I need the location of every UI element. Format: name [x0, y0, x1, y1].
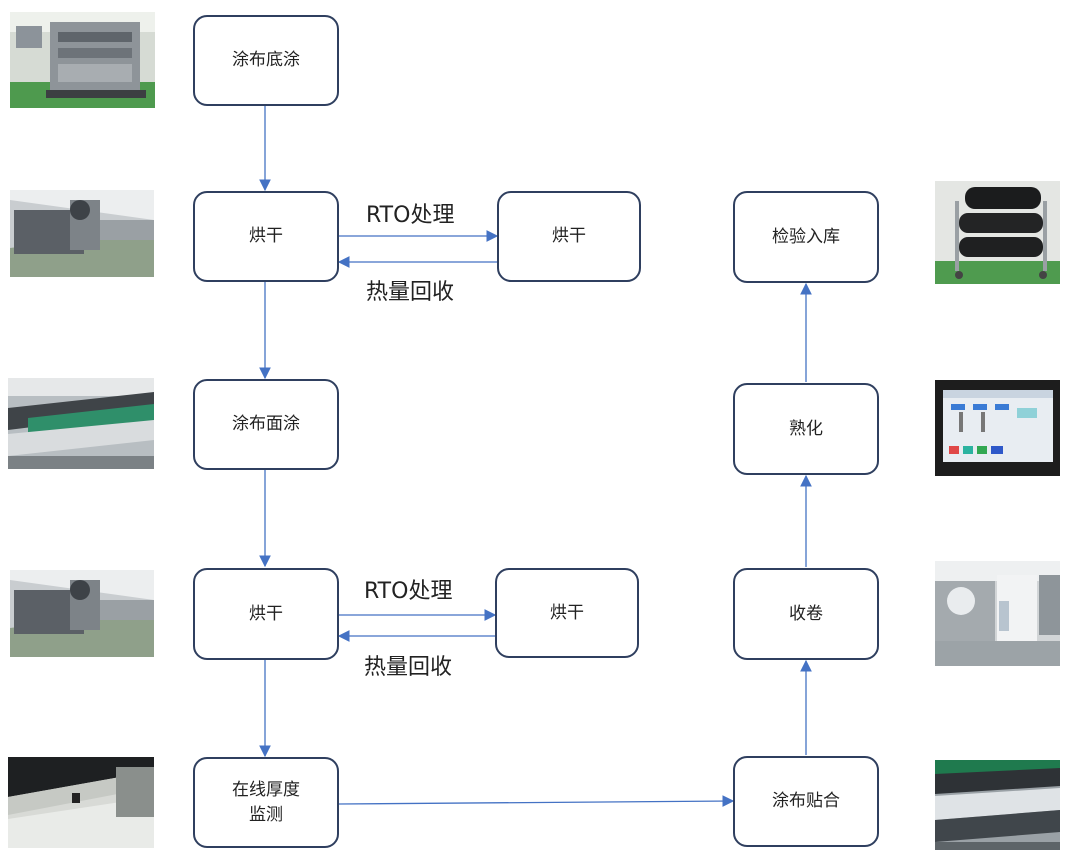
coating-machine-photo: [10, 12, 155, 108]
node-dry-1: 烘干: [193, 191, 339, 282]
edge-label-rto-2: RTO处理: [364, 579, 453, 604]
node-thickness-monitor: 在线厚度 监测: [193, 757, 339, 848]
node-dry-2: 烘干: [193, 568, 339, 660]
edge-label-heat-recovery-2: 热量回收: [364, 655, 453, 680]
drying-line-photo-2: [10, 570, 154, 657]
thickness-gauge-photo: [8, 757, 154, 848]
node-thickness-monitor-label: 在线厚度 监测: [232, 779, 300, 825]
node-coat-top: 涂布面涂: [193, 379, 339, 470]
edge-label-heat-recovery-1: 热量回收: [366, 280, 455, 305]
node-dry-1-label: 烘干: [249, 226, 283, 247]
coating-rollers-photo: [8, 378, 154, 469]
node-rto-dry-2: 烘干: [495, 568, 639, 658]
node-curing-label: 熟化: [789, 418, 823, 439]
node-curing: 熟化: [733, 383, 879, 475]
control-panel-photo: [935, 380, 1060, 476]
node-dry-2-label: 烘干: [249, 603, 283, 624]
node-coat-base-label: 涂布底涂: [232, 50, 300, 71]
node-inspect-storage-label: 检验入库: [772, 226, 840, 247]
node-inspect-storage: 检验入库: [733, 191, 879, 283]
drying-line-photo: [10, 190, 154, 277]
film-rolls-cart-photo: [935, 181, 1060, 284]
node-coat-base: 涂布底涂: [193, 15, 339, 106]
node-laminate: 涂布贴合: [733, 756, 879, 847]
arrow-thickness-to-laminate: [338, 795, 735, 807]
winding-machine-photo: [935, 561, 1060, 666]
laminating-rollers-photo: [935, 760, 1060, 850]
edge-label-rto-1: RTO处理: [366, 203, 455, 228]
node-winding: 收卷: [733, 568, 879, 660]
node-rto-dry-1-label: 烘干: [552, 226, 586, 247]
node-winding-label: 收卷: [789, 603, 823, 624]
node-rto-dry-2-label: 烘干: [550, 602, 584, 623]
node-coat-top-label: 涂布面涂: [232, 414, 300, 435]
node-rto-dry-1: 烘干: [497, 191, 641, 282]
node-laminate-label: 涂布贴合: [772, 791, 840, 812]
